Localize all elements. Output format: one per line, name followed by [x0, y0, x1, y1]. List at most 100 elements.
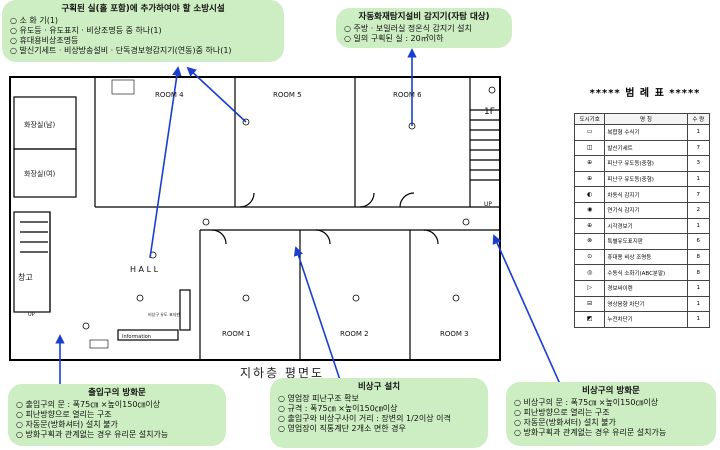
panel-box: [89, 339, 109, 349]
detector-icon: [462, 218, 470, 226]
wc-female-label: 화장실(여): [24, 169, 55, 178]
legend-symbol-icon: ◩: [573, 311, 606, 328]
legend-name: 발신기세트: [604, 139, 688, 157]
outer-wall: [9, 76, 501, 361]
legend-symbol-icon: ▭: [573, 124, 606, 141]
callout-emergency-exit: 비상구 설치 영업장 피난구조 확보 규격 : 폭75㎝ ×높이150㎝이상 출…: [270, 378, 488, 448]
callout-item: 소 화 기(1): [10, 16, 276, 26]
detector-icon: [488, 86, 496, 94]
legend-row: ⊕피난구 유도등(중형)3: [573, 155, 711, 172]
callout-entrance-door: 출입구의 방화문 출입구의 문 : 폭75㎝ ×높이150㎝이상 피난방향으로 …: [8, 384, 226, 446]
callout-title: 구획된 실(홀 포함)에 추가하여야 할 소방시설: [61, 4, 225, 14]
legend-row: ⊕피난구 유도등(중형)1: [573, 170, 711, 188]
hall-label: H A L L: [130, 265, 159, 274]
legend-qty: 2: [686, 201, 711, 219]
plan-title: 지하층 평면도: [240, 366, 325, 380]
information-desk: [117, 329, 179, 341]
legend-qty: 3: [686, 155, 711, 172]
legend-name: 경보싸이렌: [604, 279, 688, 297]
up-label-left: UP: [28, 312, 35, 318]
legend-symbol-icon: ▷: [573, 279, 606, 297]
callout-item: 규격 : 폭75㎝ ×높이150㎝이상: [278, 404, 480, 414]
room-6-label: ROOM 6: [393, 91, 422, 99]
room-5-label: ROOM 5: [273, 91, 302, 99]
room-4-label: ROOM 4: [155, 91, 184, 99]
pointer-arrow: [293, 246, 341, 381]
wc-female-room: [13, 148, 77, 198]
legend-header-qty: 수 량: [686, 113, 711, 125]
callout-compartment-facilities: 구획된 실(홀 포함)에 추가하여야 할 소방시설 소 화 기(1) 유도등 ·…: [2, 0, 284, 62]
panel-box: [111, 79, 135, 95]
legend-qty: 1: [686, 217, 711, 235]
room-2-label: ROOM 2: [340, 330, 369, 338]
emergency-sign-label: 비상구 유도 표지판: [148, 311, 180, 317]
callout-item: 방화구획과 관계없는 경우 유리문 설치가능: [16, 430, 218, 440]
callout-item: 피난방향으로 열리는 구조: [514, 408, 708, 418]
detector-icon: [136, 294, 144, 302]
callout-item: 자동문(방화셔터) 설치 불가: [16, 420, 218, 430]
legend-name: 피난구 유도등(중형): [604, 170, 688, 188]
legend-symbol-icon: ◐: [573, 186, 606, 203]
callout-title: 자동화재탐지설비 감지기(자탐 대상): [358, 12, 490, 22]
legend-symbol-icon: ⊕: [573, 217, 606, 235]
legend-qty: 1: [686, 124, 711, 141]
callout-title: 비상구 설치: [357, 382, 401, 392]
detector-icon: [202, 218, 210, 226]
callout-item: 일의 구획된 실 : 20㎡이하: [344, 34, 504, 44]
legend-row: ◎수동식 소화기(ABC분말)8: [573, 264, 711, 281]
legend-symbol-icon: ⊙: [573, 248, 606, 266]
callout-item: 영업장이 직통계단 2개소 면한 경우: [278, 424, 480, 434]
legend-name: 영상음향 차단기: [604, 295, 688, 313]
stair-block: [13, 211, 51, 313]
detector-icon: [352, 294, 360, 302]
legend-name: 시각경보기: [604, 217, 688, 235]
callout-item: 비상구의 문 : 폭75㎝ ×높이150㎝이상: [514, 398, 708, 408]
legend-header-symbol: 도시기호: [573, 113, 606, 125]
legend-header-name: 명 칭: [604, 113, 688, 125]
room-3-label: ROOM 3: [440, 330, 469, 338]
legend-name: 복합형 수식기: [604, 124, 688, 141]
legend-qty: 8: [686, 264, 711, 281]
legend-name: 피난구 유도등(중형): [604, 155, 688, 172]
legend-qty: 1: [686, 311, 711, 328]
detector-icon: [82, 322, 90, 330]
callout-detector: 자동화재탐지설비 감지기(자탐 대상) 주방 · 보일러실 정온식 감지기 설치…: [336, 8, 512, 48]
legend-name: 연기식 감지기: [604, 201, 688, 219]
legend-name: 휴대용 비상 조명등: [604, 248, 688, 266]
legend-symbol-icon: ⊗: [573, 233, 606, 250]
floor-1f-label: 1F: [484, 107, 495, 117]
wc-male-label: 화장실(남): [24, 120, 55, 129]
pointer-arrow: [149, 66, 182, 259]
detector-icon: [452, 294, 460, 302]
pointer-arrow: [186, 66, 247, 123]
callout-item: 자동문(방화셔터) 설치 불가: [514, 418, 708, 428]
callout-title: 출입구의 방화문: [88, 388, 146, 398]
callout-item: 피난방향으로 열리는 구조: [16, 410, 218, 420]
callout-item: 휴대용비상조명등: [10, 36, 276, 46]
pointer-arrow: [492, 234, 561, 385]
up-label-right: UP: [484, 201, 492, 208]
callout-item: 주방 · 보일러실 정온식 감지기 설치: [344, 24, 504, 34]
legend-name: 차동식 감지기: [604, 186, 688, 203]
legend-symbol-icon: ⊕: [573, 155, 606, 172]
legend-qty: 7: [686, 186, 711, 203]
legend-qty: 8: [686, 248, 711, 266]
callout-item: 출입구와 비상구사이 거리 : 장변의 1/2이상 이격: [278, 414, 480, 424]
legend-name: 누전차단기: [604, 311, 688, 328]
detector-icon: [242, 294, 250, 302]
legend-qty: 6: [686, 233, 711, 250]
legend-symbol-icon: ◫: [573, 139, 606, 157]
legend-qty: 1: [686, 279, 711, 297]
legend-name: 수동식 소화기(ABC분말): [604, 264, 688, 281]
storage-label: 창고: [18, 273, 33, 282]
